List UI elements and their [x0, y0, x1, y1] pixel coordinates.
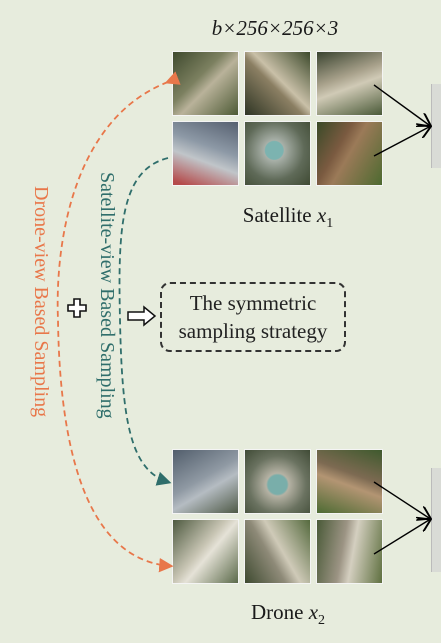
satellite-tile [316, 51, 383, 116]
satellite-caption: Satellite x1 [208, 203, 368, 232]
sat-arrow-top [373, 84, 429, 125]
satellite-sampling-arc [118, 157, 172, 486]
satellite-image-grid [172, 51, 383, 186]
satellite-tile [244, 51, 311, 116]
drone-tile [244, 449, 311, 514]
drone-tile [172, 519, 239, 584]
sat-arrow-bottom [373, 127, 429, 157]
batch-shape-text: b×256×256×3 [211, 16, 339, 40]
drone-tile [316, 449, 383, 514]
drone-caption: Drone x2 [208, 600, 368, 629]
satellite-tile [172, 51, 239, 116]
drone-tile [316, 519, 383, 584]
drone-sampling-arc [56, 71, 181, 573]
plus-icon [67, 298, 87, 318]
drone-caption-text: Drone [250, 600, 304, 624]
drone-image-grid [172, 449, 383, 584]
batch-shape-label: b×256×256×3 [170, 16, 380, 41]
drone-arrow-top [373, 481, 429, 518]
hollow-arrow-icon [127, 305, 157, 327]
strategy-line-1: The symmetric [189, 291, 317, 315]
satellite-tile [316, 121, 383, 186]
drone-variable: x2 [308, 600, 326, 629]
satellite-tile [244, 121, 311, 186]
drone-tile [244, 519, 311, 584]
drone-arrow-bottom [373, 520, 429, 555]
strategy-line-2: sampling strategy [178, 319, 328, 343]
drone-tile [172, 449, 239, 514]
satellite-caption-text: Satellite [242, 203, 312, 227]
satellite-variable: x1 [316, 203, 334, 232]
